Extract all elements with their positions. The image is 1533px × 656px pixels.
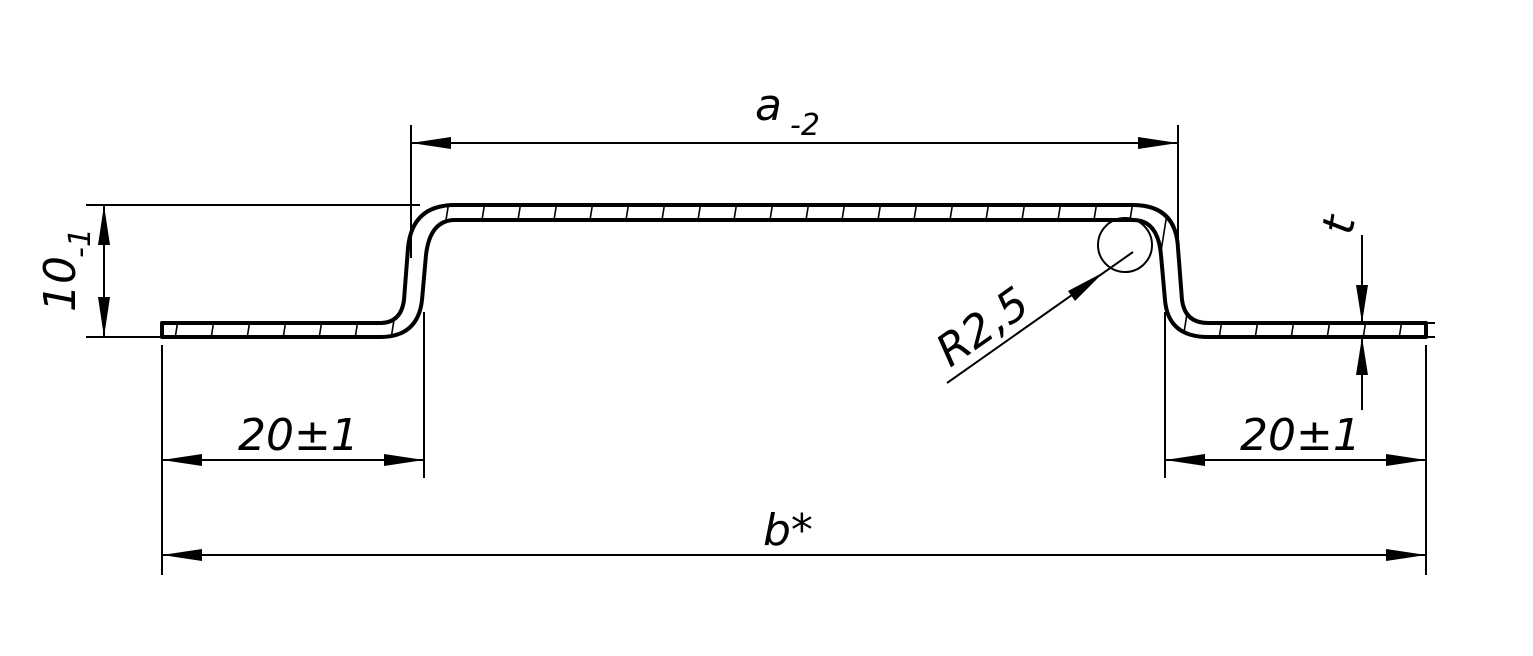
hatch-line bbox=[1037, 205, 1063, 337]
hatch-line bbox=[893, 205, 919, 337]
dim-flange-left: 20±1 bbox=[238, 410, 359, 461]
dimension-lines bbox=[98, 137, 1426, 561]
dim-thickness: t bbox=[1313, 210, 1367, 238]
arrow-icon bbox=[1386, 454, 1426, 466]
arrow-icon bbox=[1138, 137, 1178, 149]
dim-radius: R2,5 bbox=[927, 278, 1039, 377]
hatch-line bbox=[605, 205, 631, 337]
dim-height-tolerance: -1 bbox=[63, 228, 98, 258]
arrow-icon bbox=[1068, 272, 1104, 301]
arrow-icon bbox=[384, 454, 424, 466]
hatch-line bbox=[857, 205, 883, 337]
dimension-texts: a -2 10 -1 20±1 20±1 b* R2,5 t bbox=[35, 80, 1366, 556]
hatch-line bbox=[1434, 195, 1458, 345]
hatch-line bbox=[713, 205, 739, 337]
profile-outer-outline bbox=[160, 203, 1428, 339]
arrow-icon bbox=[1165, 454, 1205, 466]
hatch-line bbox=[1145, 205, 1171, 337]
arrow-icon bbox=[1356, 285, 1368, 323]
hatch-line bbox=[821, 205, 847, 337]
radius-circle bbox=[1097, 217, 1153, 273]
hatch-line bbox=[533, 205, 559, 337]
profile bbox=[160, 195, 1458, 345]
arrow-icon bbox=[1356, 337, 1368, 375]
arrow-icon bbox=[98, 297, 110, 337]
hatch-line bbox=[677, 205, 703, 337]
hatch-line bbox=[641, 205, 667, 337]
hatch-line bbox=[785, 205, 811, 337]
hatch-line bbox=[461, 205, 487, 337]
hatch-line bbox=[749, 205, 775, 337]
hatch-line bbox=[425, 205, 451, 337]
hatch-line bbox=[162, 205, 163, 337]
dim-overall: b* bbox=[763, 505, 813, 556]
arrow-icon bbox=[411, 137, 451, 149]
hatch-line bbox=[569, 205, 595, 337]
hatch-line bbox=[497, 205, 523, 337]
extension-lines bbox=[86, 125, 1435, 575]
arrow-icon bbox=[162, 549, 202, 561]
dim-a-tolerance: -2 bbox=[790, 108, 820, 143]
dim-height-value: 10 bbox=[35, 256, 86, 312]
dim-flange-right: 20±1 bbox=[1240, 410, 1361, 461]
arrow-icon bbox=[98, 205, 110, 245]
arrow-icon bbox=[162, 454, 202, 466]
arrow-icon bbox=[1386, 549, 1426, 561]
hatch-line bbox=[1073, 205, 1099, 337]
dim-a-symbol: a bbox=[755, 80, 782, 131]
